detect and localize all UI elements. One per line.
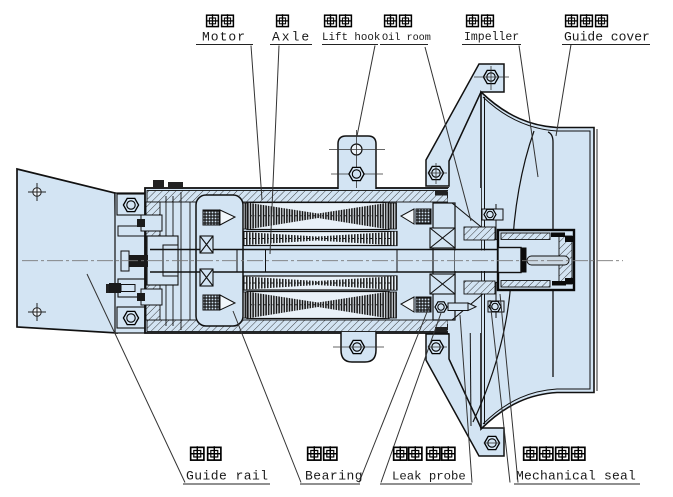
svg-text:Leak probe: Leak probe — [392, 470, 466, 484]
svg-text:Bearing: Bearing — [305, 469, 363, 484]
svg-text:Motor: Motor — [202, 30, 246, 45]
svg-text:Lift hook: Lift hook — [322, 32, 380, 44]
svg-text:Guide cover: Guide cover — [564, 30, 650, 45]
svg-text:Guide rail: Guide rail — [186, 469, 269, 484]
svg-text:Oil room: Oil room — [382, 32, 431, 44]
svg-text:Axle: Axle — [272, 30, 311, 45]
svg-text:Impeller: Impeller — [464, 31, 519, 44]
svg-text:Mechanical seal: Mechanical seal — [516, 469, 636, 484]
